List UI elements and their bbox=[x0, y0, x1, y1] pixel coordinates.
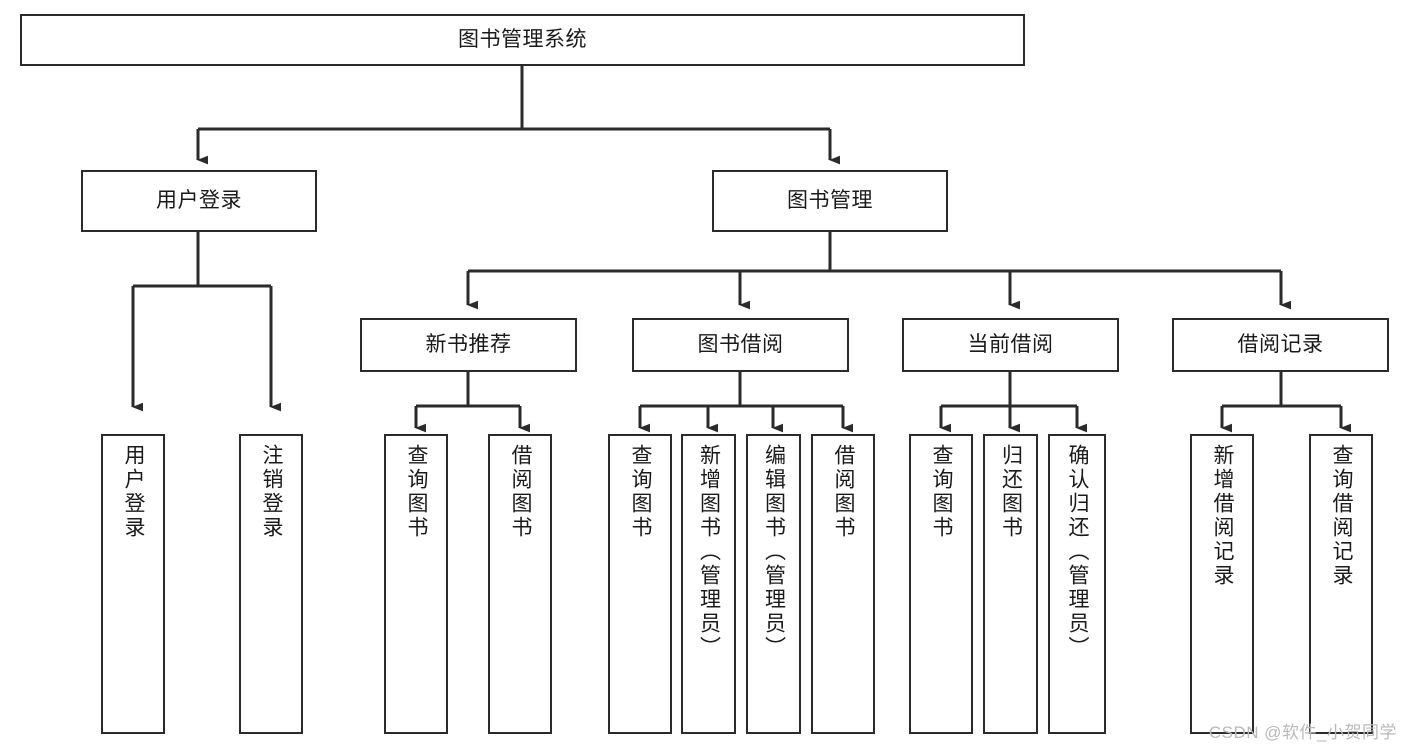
node-current-borrow-label: 当前借阅 bbox=[967, 332, 1054, 356]
node-current-borrow[interactable]: 当前借阅 bbox=[902, 318, 1119, 372]
leaf-borrow-edit-book-label: 编辑图书（管理员） bbox=[762, 444, 786, 660]
leaf-user-login-logout[interactable]: 注销登录 bbox=[239, 434, 303, 734]
leaf-new-book-borrow[interactable]: 借阅图书 bbox=[488, 434, 552, 734]
leaf-borrow-add-book-label: 新增图书（管理员） bbox=[697, 444, 721, 660]
leaf-current-return-book[interactable]: 归还图书 bbox=[983, 434, 1038, 734]
leaf-borrow-query-book[interactable]: 查询图书 bbox=[608, 434, 672, 734]
node-new-book-recommend[interactable]: 新书推荐 bbox=[360, 318, 577, 372]
node-root-label: 图书管理系统 bbox=[458, 27, 587, 51]
leaf-borrow-add-book[interactable]: 新增图书（管理员） bbox=[681, 434, 736, 734]
leaf-current-query-book-label: 查询图书 bbox=[930, 444, 954, 540]
node-book-management-label: 图书管理 bbox=[787, 188, 873, 212]
node-book-management[interactable]: 图书管理 bbox=[712, 170, 948, 232]
leaf-new-book-borrow-label: 借阅图书 bbox=[509, 444, 533, 540]
leaf-current-confirm-return-label: 确认归还（管理员） bbox=[1066, 444, 1090, 660]
node-book-borrow-label: 图书借阅 bbox=[697, 332, 784, 356]
leaf-record-add-record-label: 新增借阅记录 bbox=[1211, 444, 1235, 588]
leaf-current-return-book-label: 归还图书 bbox=[999, 444, 1023, 540]
leaf-record-add-record[interactable]: 新增借阅记录 bbox=[1190, 434, 1254, 734]
leaf-user-login-login[interactable]: 用户登录 bbox=[101, 434, 165, 734]
leaf-borrow-edit-book[interactable]: 编辑图书（管理员） bbox=[746, 434, 801, 734]
leaf-borrow-borrow-book-label: 借阅图书 bbox=[832, 444, 856, 540]
leaf-current-query-book[interactable]: 查询图书 bbox=[909, 434, 973, 734]
leaf-user-login-login-label: 用户登录 bbox=[122, 444, 146, 540]
leaf-user-login-logout-label: 注销登录 bbox=[260, 444, 284, 540]
node-new-book-recommend-label: 新书推荐 bbox=[425, 332, 512, 356]
leaf-record-query-record[interactable]: 查询借阅记录 bbox=[1309, 434, 1373, 734]
leaf-record-query-record-label: 查询借阅记录 bbox=[1330, 444, 1354, 588]
node-borrow-record-label: 借阅记录 bbox=[1237, 332, 1324, 356]
leaf-borrow-borrow-book[interactable]: 借阅图书 bbox=[811, 434, 875, 734]
leaf-new-book-query[interactable]: 查询图书 bbox=[384, 434, 448, 734]
node-user-login-label: 用户登录 bbox=[156, 188, 242, 212]
node-user-login[interactable]: 用户登录 bbox=[81, 170, 317, 232]
node-root-book-management-system[interactable]: 图书管理系统 bbox=[20, 14, 1025, 66]
node-book-borrow[interactable]: 图书借阅 bbox=[632, 318, 849, 372]
leaf-new-book-query-label: 查询图书 bbox=[405, 444, 429, 540]
leaf-current-confirm-return[interactable]: 确认归还（管理员） bbox=[1048, 434, 1106, 734]
node-borrow-record[interactable]: 借阅记录 bbox=[1172, 318, 1389, 372]
leaf-borrow-query-book-label: 查询图书 bbox=[629, 444, 653, 540]
